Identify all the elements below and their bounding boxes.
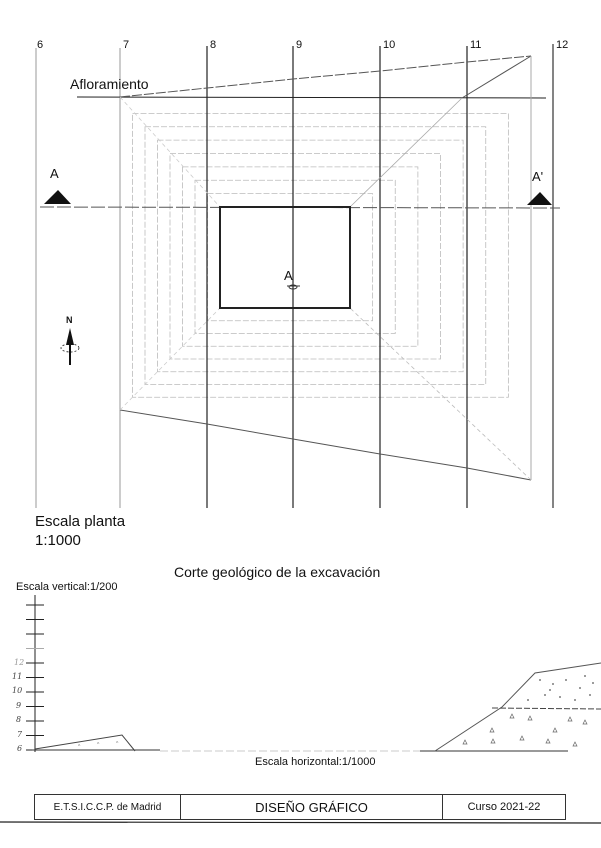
diag-bottom-left: [119, 307, 221, 411]
outcrop-line: [76, 96, 547, 99]
stratum-dot: [592, 682, 594, 684]
title-block-subject: DISEÑO GRÁFICO: [181, 795, 443, 819]
elev-label-8: 8: [16, 715, 22, 724]
north-label: N: [66, 315, 73, 325]
grid-label-12: 12: [556, 39, 569, 51]
elev-label-10: 10: [12, 686, 23, 695]
stratum-dot: [544, 694, 546, 696]
svg-text:^: ^: [116, 741, 119, 747]
contour-ring: [157, 139, 464, 373]
plan-scale-title: Escala planta: [35, 513, 126, 530]
elev-label-9: 9: [16, 701, 22, 710]
diag-top-left: [119, 96, 221, 208]
section-start-label: A: [50, 166, 59, 181]
center-point-icon: [287, 284, 300, 290]
svg-text:^: ^: [78, 744, 81, 750]
section-marker-a-prime-icon: [527, 192, 552, 205]
excavation-bottom-edge: [119, 409, 532, 481]
north-arrow-icon: [60, 328, 80, 365]
stratum-triangle: [519, 735, 525, 741]
section-end-label: A': [532, 169, 544, 184]
elev-label-6: 6: [17, 744, 23, 753]
contour-ring: [144, 126, 487, 385]
contour-ring: [182, 166, 419, 347]
grid-label-7: 7: [123, 39, 130, 51]
title-block-course: Curso 2021-22: [467, 801, 541, 813]
center-point-label: A: [284, 268, 293, 283]
stratum-triangle: [462, 739, 468, 745]
stratum-dot: [574, 699, 576, 701]
elev-label-12: 12: [14, 658, 25, 667]
stratum-dot: [527, 699, 529, 701]
stratum-triangle: [489, 727, 495, 733]
contour-lines: [132, 112, 509, 398]
sheet-bottom-rule: [0, 821, 601, 824]
title-block-school: E.T.S.I.C.C.P. de Madrid: [35, 795, 181, 819]
stratum-triangle: [527, 715, 533, 721]
vertical-scale-label: Escala vertical:1/200: [16, 581, 118, 593]
stratum-dot: [539, 679, 541, 681]
stratum-dot: [552, 683, 554, 685]
grid-label-11: 11: [470, 39, 482, 51]
upper-stratum-dots: [527, 675, 594, 701]
elev-label-11: 11: [12, 672, 23, 681]
contour-ring: [169, 153, 441, 360]
excavation-top-right-diagonal: [461, 55, 532, 99]
outcrop-label: Afloramiento: [70, 76, 149, 92]
stratum-dot: [565, 679, 567, 681]
stratum-triangle: [545, 738, 551, 744]
left-slope-profile: [34, 734, 136, 752]
stratum-dot: [549, 689, 551, 691]
stratum-boundary: [491, 707, 601, 710]
contour-ring: [194, 179, 396, 334]
lower-stratum-triangles: [462, 713, 588, 747]
stratum-dot: [579, 687, 581, 689]
stratum-triangle: [552, 727, 558, 733]
stratum-triangle: [582, 719, 588, 725]
horizontal-scale-label: Escala horizontal:1/1000: [255, 756, 376, 768]
grid-label-9: 9: [296, 39, 303, 51]
excavation-top-edge: [119, 55, 532, 98]
stratum-triangle: [572, 741, 578, 747]
grid-label-6: 6: [37, 39, 44, 51]
stratum-dot: [559, 696, 561, 698]
plan-scale-value: 1:1000: [35, 532, 81, 549]
section-title: Corte geológico de la excavación: [174, 564, 381, 580]
contour-ring: [132, 112, 509, 398]
section-marker-a-icon: [44, 190, 71, 204]
title-block: E.T.S.I.C.C.P. de Madrid DISEÑO GRÁFICO …: [34, 794, 566, 820]
stratum-triangle: [567, 716, 573, 722]
contour-ring: [207, 193, 374, 322]
stratum-triangle: [509, 713, 515, 719]
diag-top-right: [349, 97, 463, 208]
stratum-dot: [584, 675, 586, 677]
grid-label-10: 10: [383, 39, 396, 51]
svg-text:^: ^: [97, 742, 100, 748]
left-slope-fill-marks: ^ ^ ^: [78, 741, 119, 750]
stratum-dot: [589, 694, 591, 696]
excavation-floor: [219, 206, 351, 309]
grid-label-8: 8: [210, 39, 217, 51]
elev-label-7: 7: [17, 730, 23, 739]
stratum-triangle: [490, 738, 496, 744]
right-slope-profile: [434, 662, 601, 752]
